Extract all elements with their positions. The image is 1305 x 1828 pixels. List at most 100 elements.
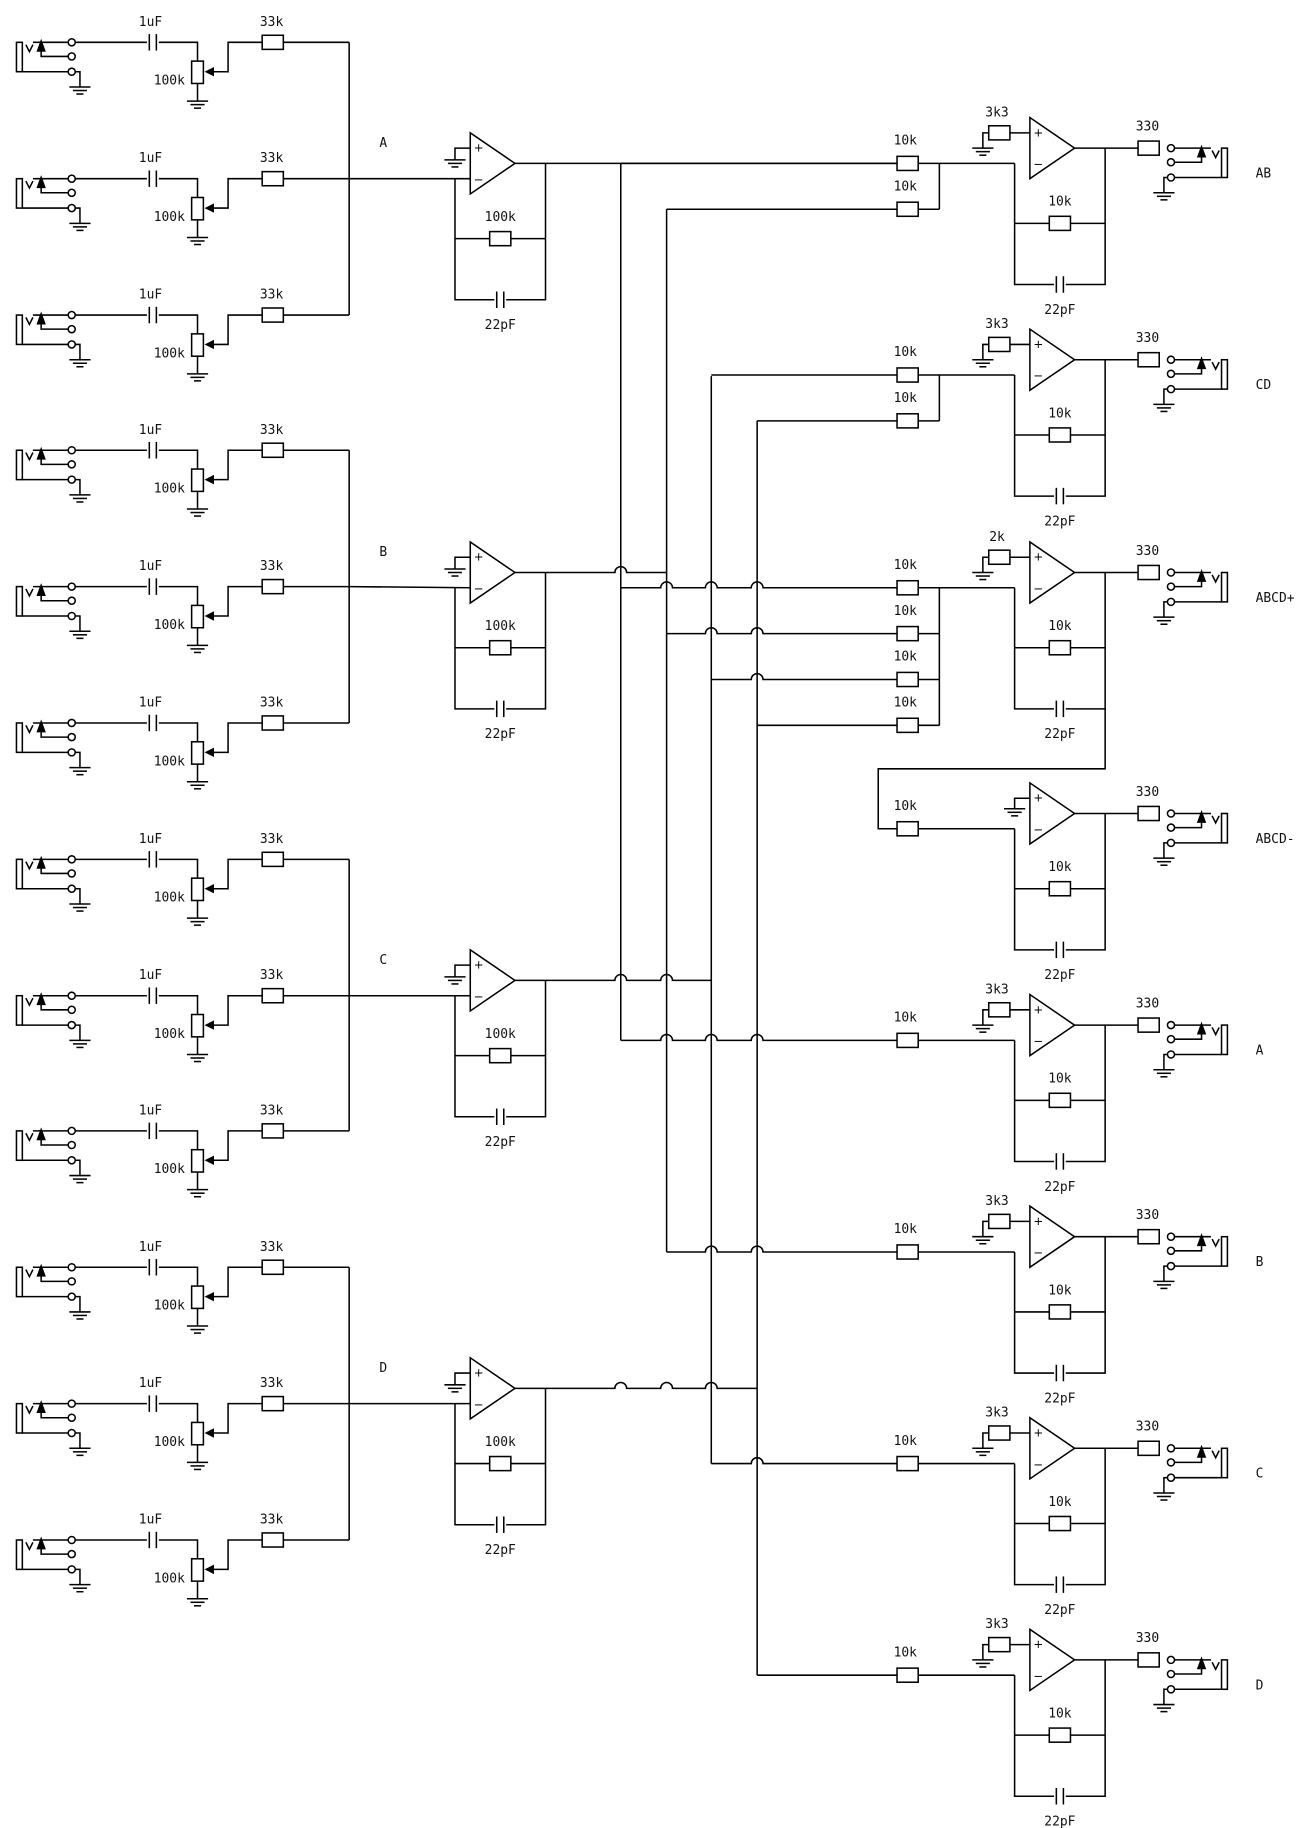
input-jack	[15, 445, 91, 503]
plus-input-resistor	[987, 336, 1011, 353]
wire-with-crossover	[711, 1456, 898, 1465]
ground-icon	[1004, 808, 1026, 817]
opamp-plus-sign: +	[474, 550, 484, 564]
output-resistor	[1137, 1228, 1160, 1245]
capacitor-gap	[494, 700, 507, 718]
opamp-triangle	[1029, 540, 1076, 605]
terminal-icon	[1166, 1020, 1176, 1030]
capacitor-gap	[494, 291, 507, 308]
ground-icon	[972, 571, 994, 581]
terminal-icon	[1166, 1246, 1176, 1256]
output-jack	[1153, 1020, 1229, 1078]
jack-sleeve	[15, 1402, 24, 1434]
output-label: CD	[1256, 378, 1272, 393]
feedback-capacitor-label: 22pF	[485, 1543, 516, 1558]
opamp-plus-sign: +	[1033, 791, 1043, 805]
input-channel	[15, 170, 285, 246]
mix-resistor	[261, 442, 285, 459]
feedback-capacitor	[494, 1516, 507, 1533]
group-label: C	[379, 953, 387, 968]
terminal-icon	[1166, 1444, 1176, 1453]
wire	[211, 177, 263, 209]
feedback-capacitor	[1053, 941, 1066, 959]
arrow-up-icon	[1196, 1444, 1207, 1458]
output-resistor	[1137, 1017, 1160, 1033]
feedback-resistor	[488, 639, 512, 656]
coupling-capacitor-label: 1uF	[139, 288, 163, 303]
plus-input-resistor-label: 2k	[989, 530, 1005, 545]
input-channel	[15, 851, 285, 926]
capacitor-gap	[1053, 1576, 1066, 1593]
input-channel	[15, 34, 285, 109]
wire	[1163, 1265, 1168, 1282]
wire-with-crossover	[666, 1245, 898, 1253]
feedback-resistor-label: 100k	[485, 1027, 516, 1042]
level-pot-label: 100k	[154, 74, 185, 89]
arrow-up-icon	[36, 175, 46, 189]
feedback-resistor	[488, 1047, 512, 1064]
wiper-arrow-icon	[204, 1564, 214, 1575]
jack-sleeve	[15, 177, 24, 209]
plus-input-resistor-label: 3k3	[985, 317, 1008, 332]
output-jack	[1153, 809, 1229, 866]
ground-icon	[69, 766, 91, 776]
coupling-capacitor	[146, 1531, 159, 1549]
arrow-up-icon	[1196, 1656, 1207, 1670]
terminal-icon	[1166, 1261, 1176, 1271]
wire	[211, 585, 263, 617]
input-resistor	[896, 671, 919, 688]
opamp-plus-sign: +	[474, 1366, 484, 1380]
jack-sleeve	[15, 41, 24, 73]
terminal-icon	[67, 748, 77, 757]
coupling-capacitor	[146, 1259, 159, 1276]
opamp-plus-sign: +	[1033, 1002, 1043, 1016]
ground-icon	[972, 358, 994, 368]
plus-input-resistor-label: 3k3	[985, 1194, 1008, 1209]
arrow-up-icon	[36, 992, 46, 1006]
jack-sleeve	[1220, 1024, 1229, 1056]
mix-resistor-label: 33k	[260, 288, 284, 303]
capacitor-gap	[1053, 700, 1066, 718]
ground-icon	[186, 100, 209, 109]
input-resistor	[896, 625, 919, 642]
input-jack	[15, 1126, 91, 1184]
wire	[211, 994, 263, 1026]
coupling-capacitor-label: 1uF	[139, 423, 163, 438]
wiper-arrow-icon	[204, 884, 214, 894]
opamp-triangle	[469, 540, 517, 605]
level-pot-label: 100k	[154, 1435, 185, 1450]
coupling-capacitor-label: 1uF	[139, 151, 163, 166]
ground-icon	[1153, 857, 1175, 866]
output-resistor	[1137, 140, 1160, 156]
terminal-icon	[67, 1399, 77, 1408]
ground-icon	[69, 630, 91, 640]
level-pot-label: 100k	[154, 754, 185, 769]
wire	[75, 887, 81, 905]
wire	[75, 1159, 81, 1176]
opamp-plus-sign: +	[1033, 125, 1043, 139]
feedback-resistor	[1048, 639, 1072, 656]
input-jack	[15, 1399, 91, 1457]
mix-resistor-label: 33k	[260, 832, 284, 847]
level-pot-label: 100k	[154, 1571, 185, 1586]
arrow-up-icon	[36, 1536, 46, 1550]
terminal-icon	[67, 1535, 77, 1545]
output-jack	[1153, 1232, 1229, 1290]
terminal-icon	[67, 1549, 77, 1559]
plus-input-resistor	[987, 1425, 1011, 1441]
arrow-up-icon	[36, 38, 46, 52]
jack-tip-mark	[25, 180, 34, 190]
mix-resistor-label: 33k	[260, 1376, 284, 1391]
feedback-resistor	[1048, 1304, 1072, 1320]
ground-icon	[1153, 616, 1175, 625]
level-pot-label: 100k	[154, 482, 185, 497]
feedback-capacitor-label: 22pF	[1044, 968, 1075, 983]
mix-resistor	[261, 578, 285, 595]
capacitor-gap	[146, 1395, 159, 1412]
